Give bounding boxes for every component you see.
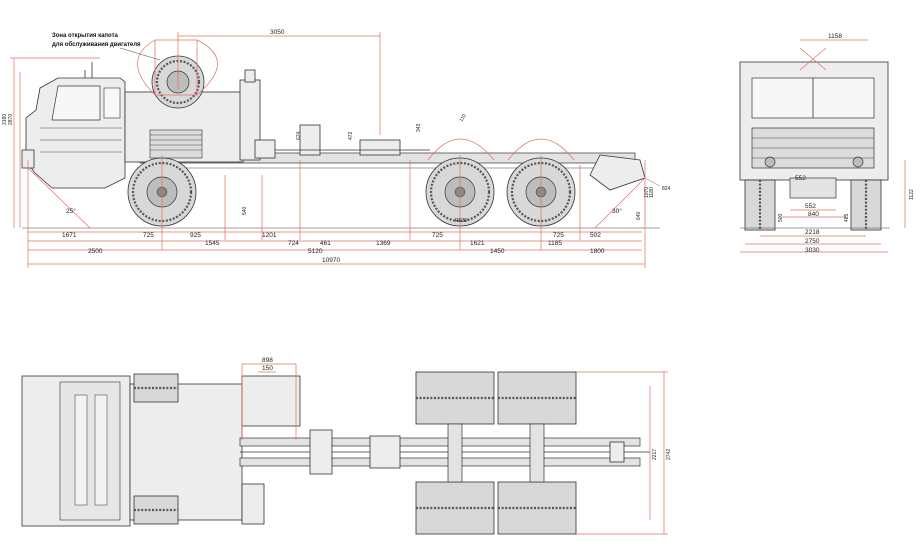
dim-2217: 2217 bbox=[652, 449, 658, 460]
hood-note-line1: Зона открытия капота bbox=[52, 33, 119, 39]
angle-front: 25° bbox=[66, 207, 76, 215]
dim-472: 472 bbox=[348, 131, 354, 140]
dim-r630: R630 bbox=[455, 218, 467, 224]
dim-1180: 1180 bbox=[649, 187, 655, 198]
top-rear-axle-1 bbox=[415, 371, 495, 535]
angle-rear: 30° bbox=[612, 207, 622, 215]
dim-925: 925 bbox=[190, 232, 201, 239]
dim-2742: 2742 bbox=[666, 449, 672, 460]
dim-500: 500 bbox=[778, 213, 784, 222]
dim-1201: 1201 bbox=[262, 232, 277, 239]
dim-898: 898 bbox=[262, 357, 273, 364]
dim-1122: 1122 bbox=[909, 189, 915, 200]
side-view: Зона открытия капота для обслуживания дв… bbox=[2, 29, 671, 268]
dim-3030: 3030 bbox=[805, 247, 820, 254]
dim-2218: 2218 bbox=[805, 229, 820, 236]
dim-3180: 3180 bbox=[2, 114, 8, 125]
top-view: 898 150 2217 2742 bbox=[21, 357, 672, 535]
top-spare-wheel-mount bbox=[241, 375, 301, 427]
dim-3050: 3050 bbox=[270, 29, 285, 36]
rear-end-frame bbox=[589, 154, 646, 191]
cab-window bbox=[51, 85, 101, 121]
dim-461: 461 bbox=[320, 240, 331, 247]
dim-110: 110 bbox=[459, 113, 468, 123]
top-rear-axle-2 bbox=[497, 371, 577, 535]
dim-1450: 1450 bbox=[490, 248, 505, 255]
dim-150: 150 bbox=[262, 365, 273, 372]
dim-840: 840 bbox=[808, 211, 819, 218]
dim-725-rear1: 725 bbox=[432, 232, 443, 239]
dim-2750: 2750 bbox=[805, 238, 820, 245]
dim-343: 343 bbox=[416, 123, 422, 132]
dim-2500: 2500 bbox=[88, 248, 103, 255]
dim-540: 540 bbox=[242, 206, 248, 215]
dim-552-upper: 552 bbox=[795, 175, 806, 182]
dim-640: 640 bbox=[636, 211, 642, 220]
hood-note-line2: для обслуживания двигателя bbox=[52, 41, 141, 48]
dim-485: 485 bbox=[844, 213, 850, 222]
dim-1621: 1621 bbox=[470, 240, 485, 247]
front-view: 1158 552 552 840 500 485 2218 2750 3030 … bbox=[739, 33, 915, 254]
dim-1158: 1158 bbox=[828, 33, 842, 40]
dim-1545: 1545 bbox=[205, 240, 220, 247]
headlight-left bbox=[764, 156, 776, 168]
dim-502: 502 bbox=[590, 232, 601, 239]
dim-5120: 5120 bbox=[308, 248, 323, 255]
dim-1800: 1800 bbox=[590, 248, 605, 255]
headlight-right bbox=[852, 156, 864, 168]
dim-1671: 1671 bbox=[62, 232, 77, 239]
dim-725-rear2: 725 bbox=[553, 232, 564, 239]
dim-552-lower: 552 bbox=[805, 203, 816, 210]
dim-1070: 1070 bbox=[644, 187, 650, 198]
dim-725-front: 725 bbox=[143, 232, 154, 239]
dim-674: 674 bbox=[296, 131, 302, 140]
dim-1185: 1185 bbox=[548, 240, 562, 247]
dim-724: 724 bbox=[288, 240, 299, 247]
dim-10970: 10970 bbox=[322, 257, 340, 264]
top-frame-rail-left bbox=[239, 437, 641, 447]
dim-824: 824 bbox=[662, 186, 671, 192]
top-frame-rail-right bbox=[239, 457, 641, 467]
transfer-case bbox=[299, 124, 321, 156]
hood-opening-zone bbox=[154, 39, 198, 96]
dim-2870: 2870 bbox=[8, 114, 14, 125]
dim-1369: 1369 bbox=[376, 240, 391, 247]
